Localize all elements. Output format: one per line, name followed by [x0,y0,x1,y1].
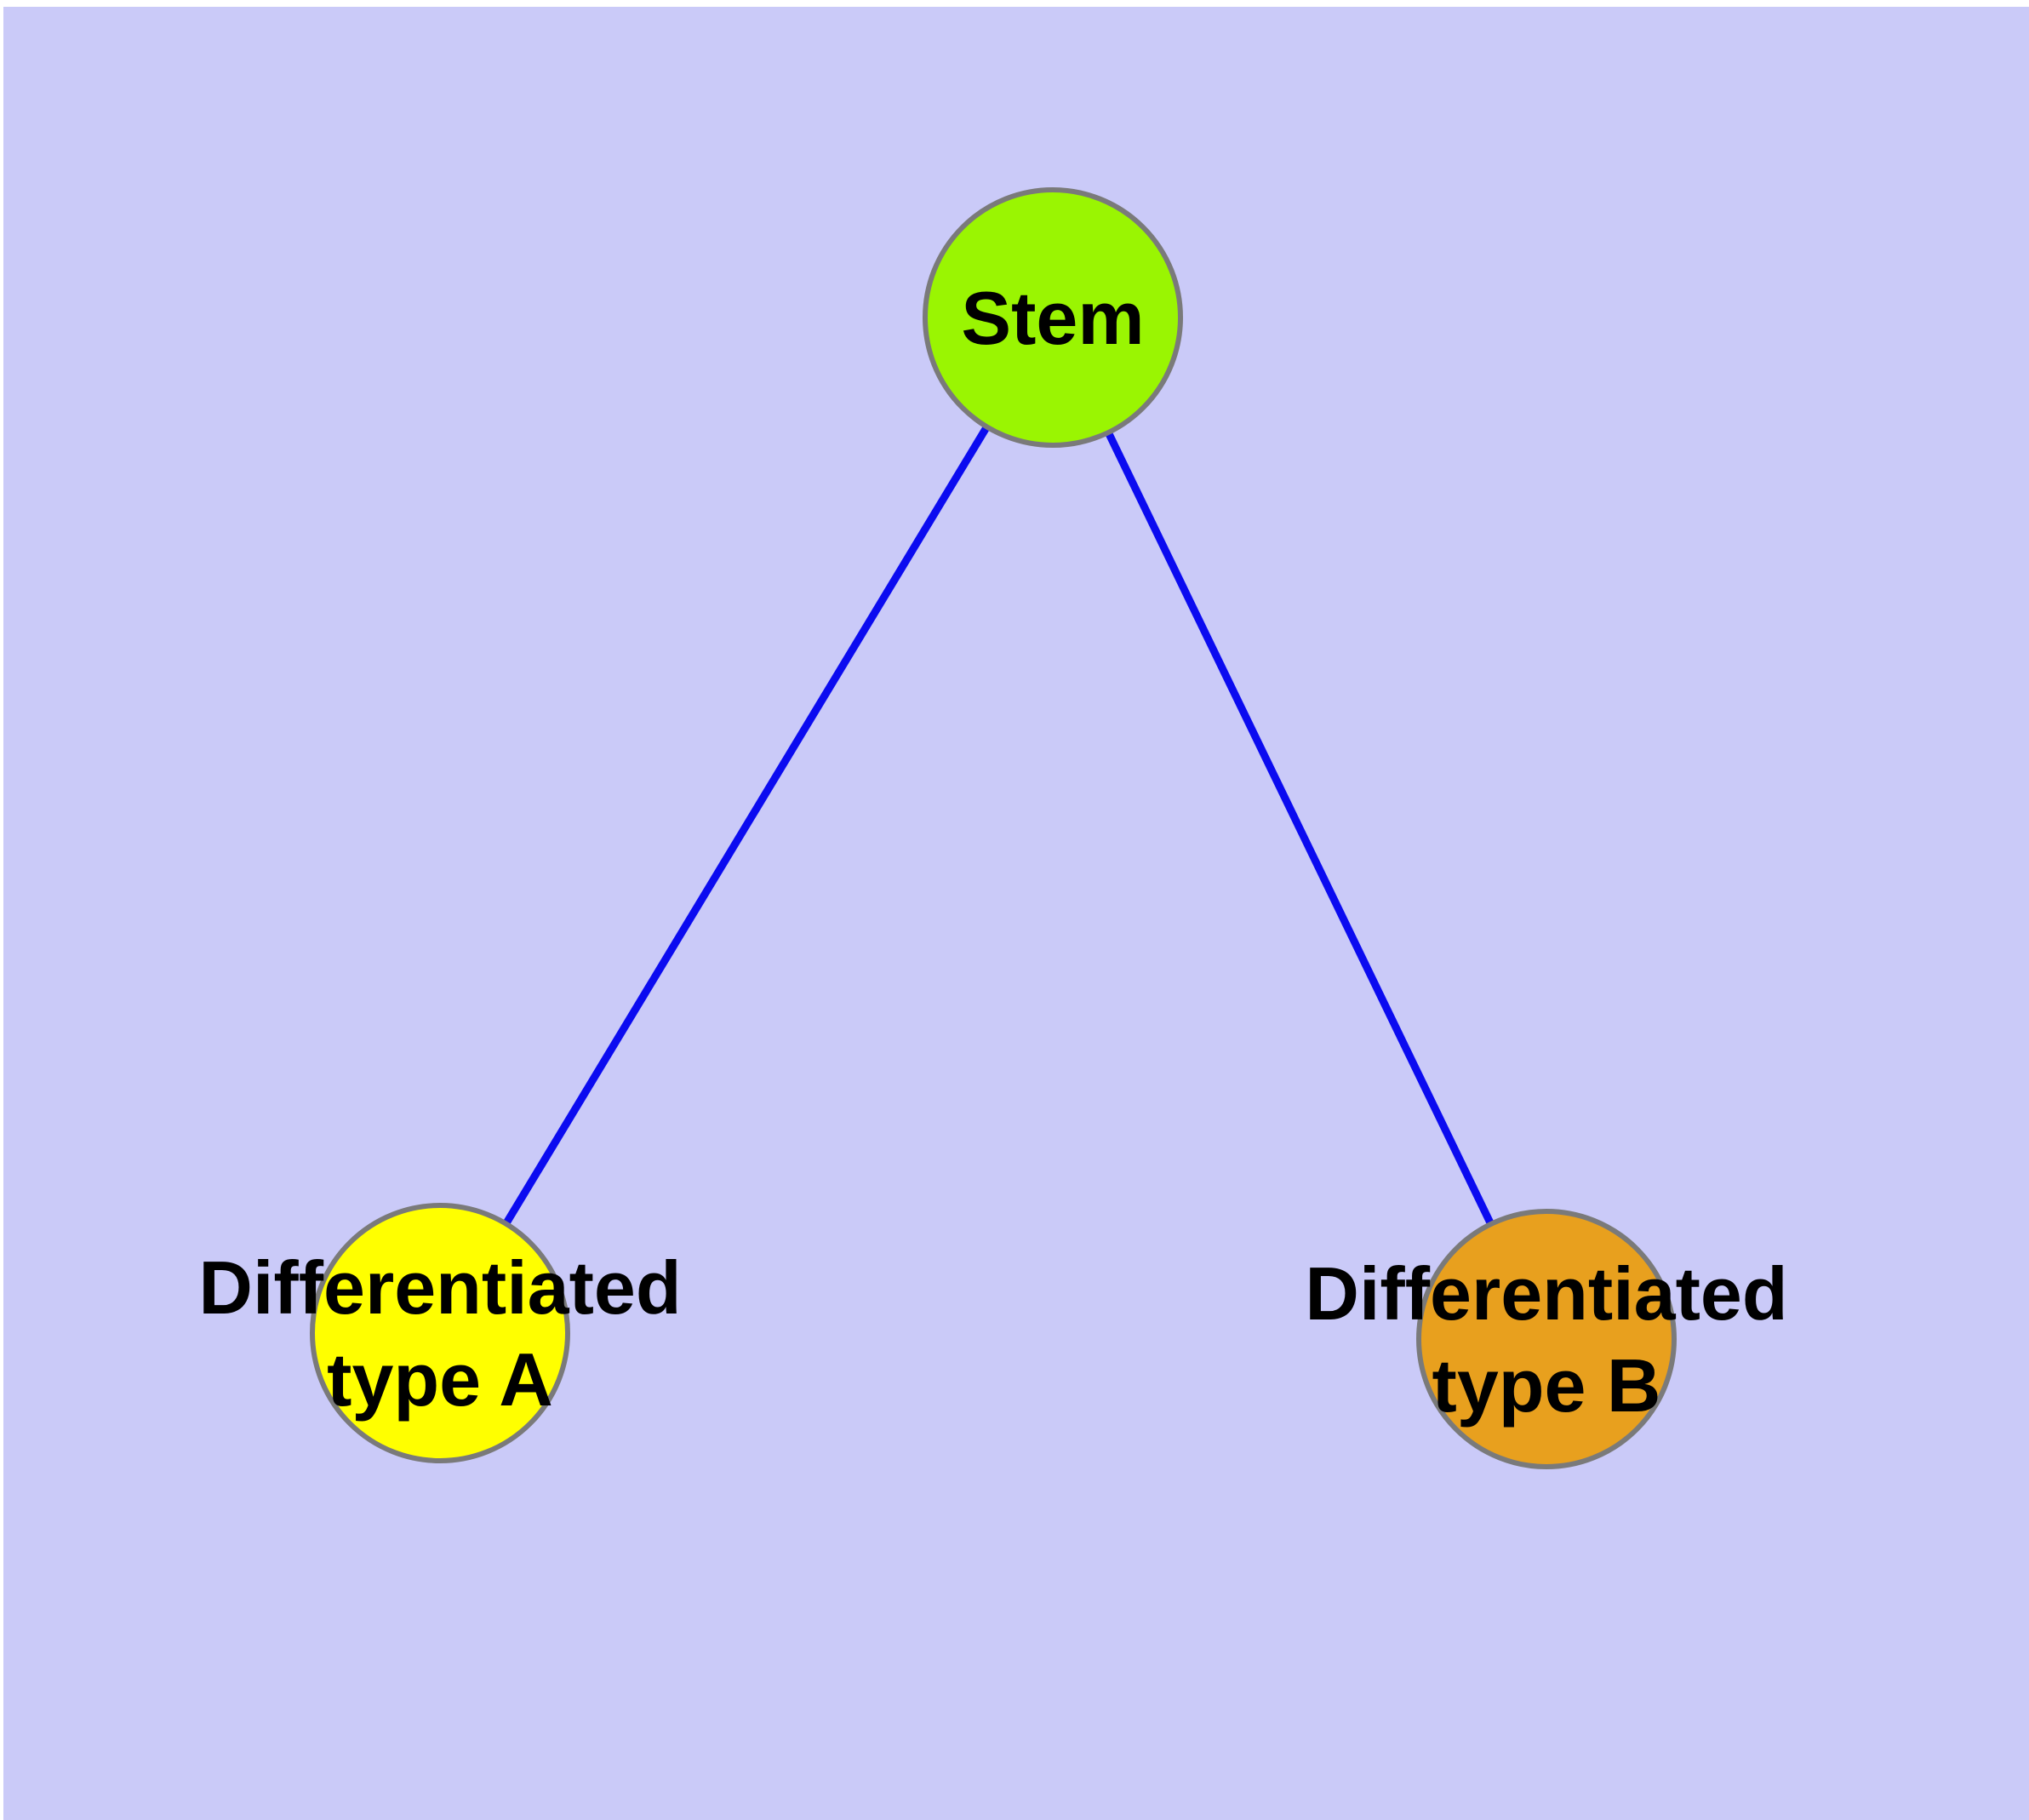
node-label-stem: Stem [961,276,1144,360]
edge-stem-type-a [437,315,1056,1336]
node-circle-type-b [1416,1209,1677,1469]
node-circle-stem [923,187,1183,448]
node-circle-type-a [310,1203,570,1463]
node-label-line: type A [327,1337,553,1422]
edge-stem-type-b [1049,316,1551,1341]
node-label-line: Stem [961,276,1144,360]
node-label-line: Differentiated [198,1245,681,1330]
node-label-line: Differentiated [1305,1251,1787,1336]
node-label-line: type B [1432,1343,1661,1428]
